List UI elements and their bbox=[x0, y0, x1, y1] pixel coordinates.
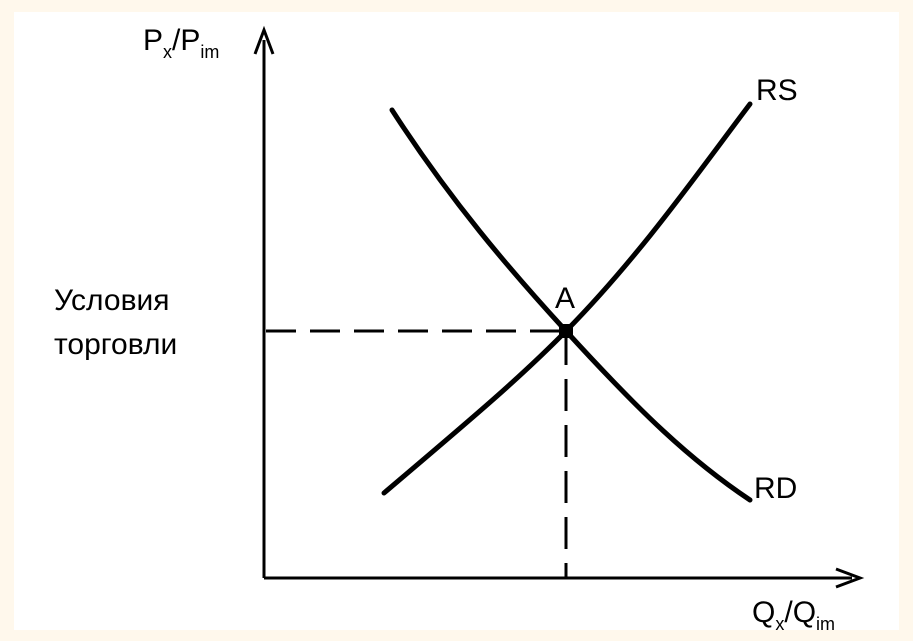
svg-text:Qx/Qim: Qx/Qim bbox=[752, 596, 835, 634]
equilibrium-point bbox=[559, 324, 573, 338]
svg-text:Px/Pim: Px/Pim bbox=[143, 24, 219, 62]
x-axis-label: Qx/Qim bbox=[752, 596, 835, 634]
terms-of-trade-label-line2: торговли bbox=[54, 328, 177, 361]
diagram-panel bbox=[14, 12, 899, 630]
rs-curve-label: RS bbox=[756, 74, 798, 107]
rd-curve-label: RD bbox=[754, 472, 797, 505]
terms-of-trade-label-line1: Условия bbox=[54, 284, 170, 317]
x-axis-arrowhead bbox=[835, 567, 865, 589]
y-axis-label: Px/Pim bbox=[143, 24, 219, 62]
y-axis-arrowhead bbox=[253, 25, 275, 55]
equilibrium-label: A bbox=[555, 282, 575, 315]
